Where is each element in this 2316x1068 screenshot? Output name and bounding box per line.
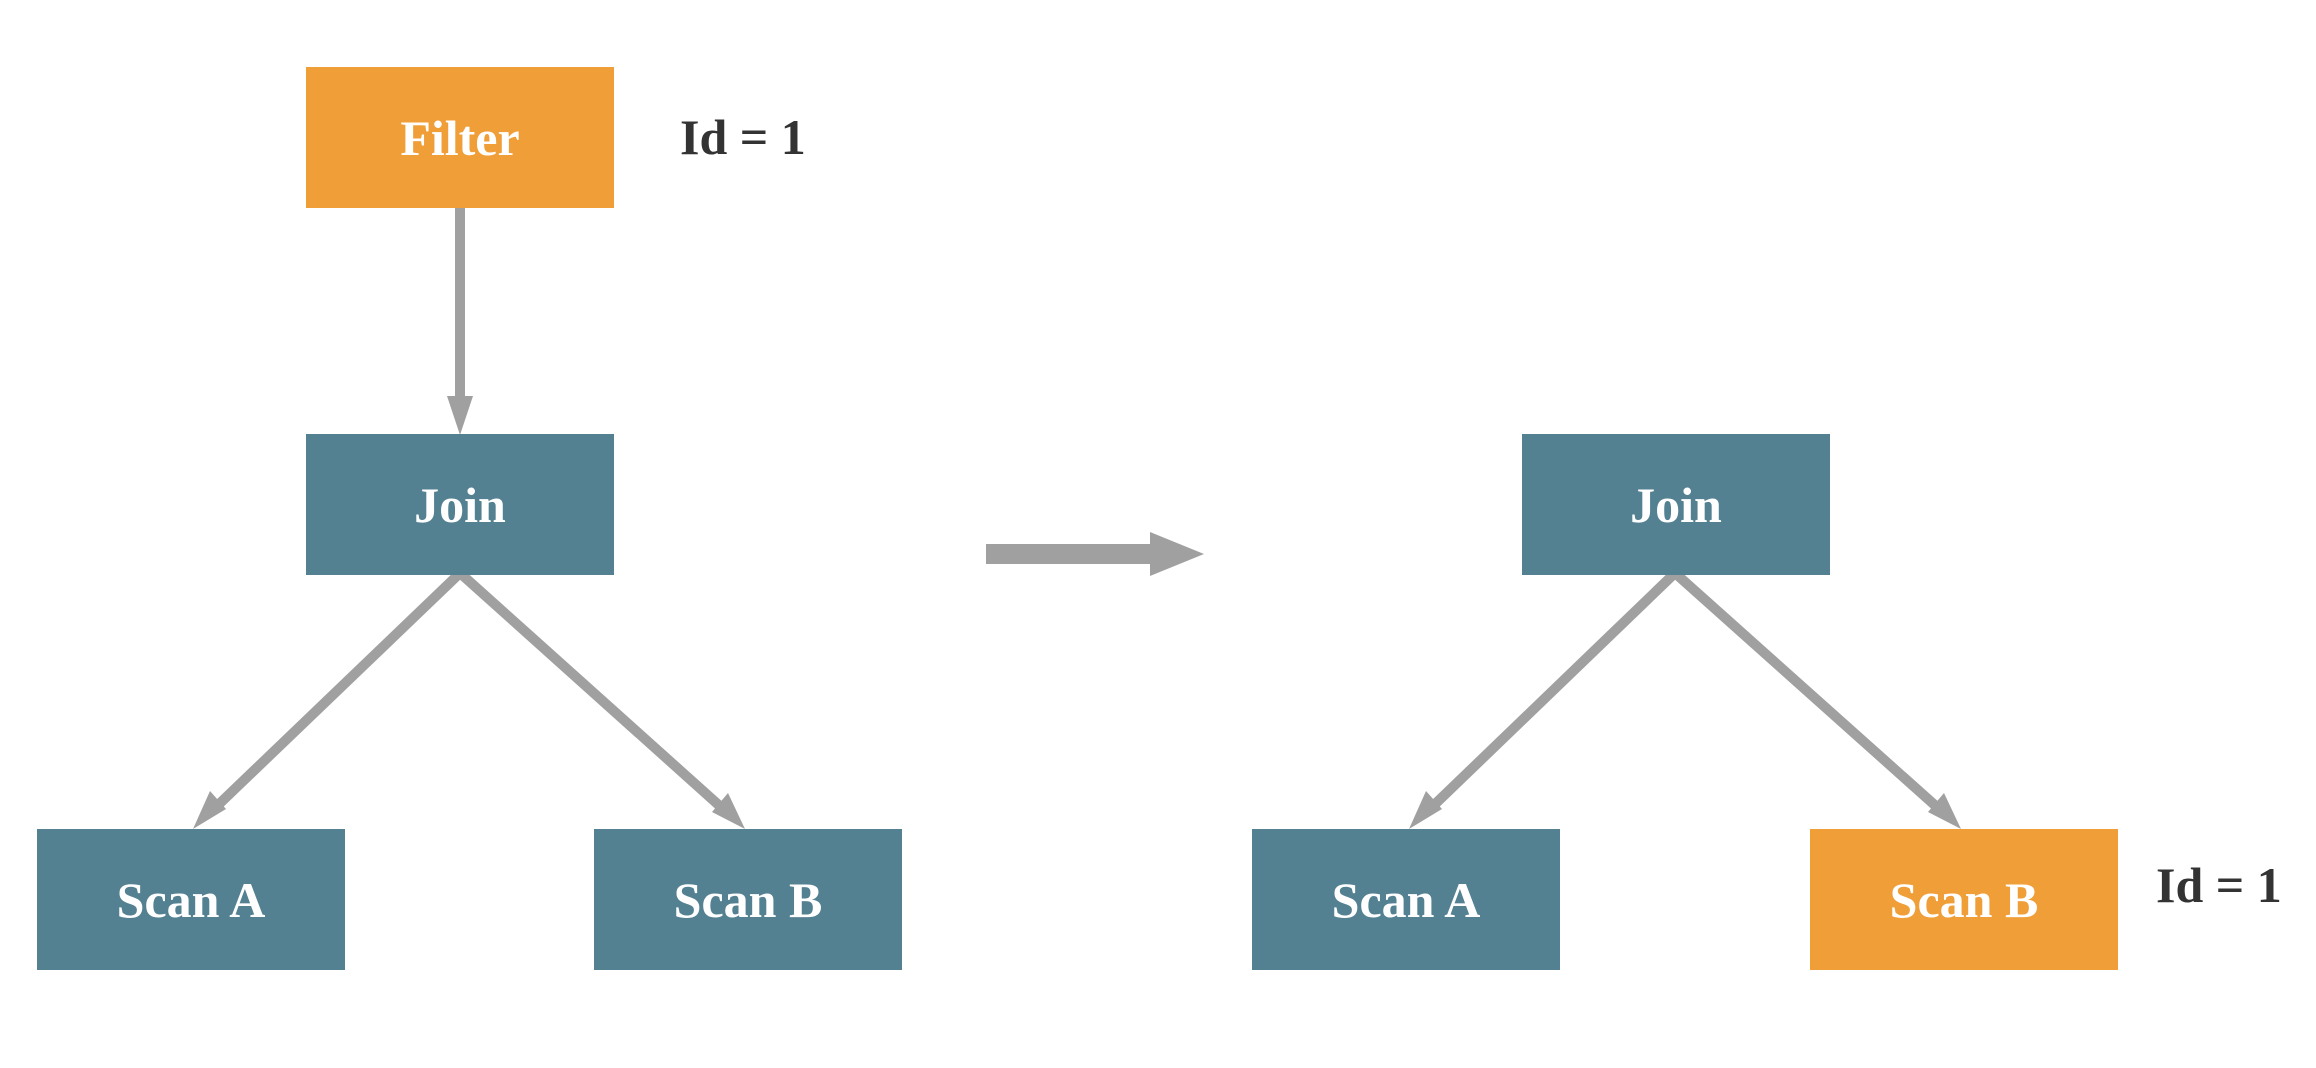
node-scan-a-before-label: Scan A — [116, 871, 266, 928]
node-filter-label: Filter — [400, 109, 520, 166]
id-annotation-after: Id = 1 — [2156, 857, 2282, 913]
id-annotation-before: Id = 1 — [680, 109, 806, 165]
node-scan-b-before: Scan B — [594, 829, 902, 970]
edge-join-to-scan-a-before — [193, 569, 464, 829]
transformation-arrow — [986, 532, 1204, 576]
node-scan-b-after: Scan B — [1810, 829, 2118, 970]
node-scan-b-before-label: Scan B — [673, 871, 823, 928]
edge-join-to-scan-a-after — [1409, 569, 1679, 829]
edge-filter-to-join — [447, 206, 473, 435]
node-scan-a-before: Scan A — [37, 829, 345, 970]
node-scan-a-after: Scan A — [1252, 829, 1560, 970]
node-join-after-label: Join — [1630, 476, 1722, 533]
node-scan-b-after-label: Scan B — [1889, 871, 2039, 928]
node-join-before: Join — [306, 434, 614, 575]
node-scan-a-after-label: Scan A — [1331, 871, 1481, 928]
node-join-after: Join — [1522, 434, 1830, 575]
edge-join-to-scan-b-after — [1671, 569, 1961, 829]
edge-join-to-scan-b-before — [456, 569, 745, 829]
node-join-before-label: Join — [414, 476, 506, 533]
node-filter: Filter — [306, 67, 614, 208]
